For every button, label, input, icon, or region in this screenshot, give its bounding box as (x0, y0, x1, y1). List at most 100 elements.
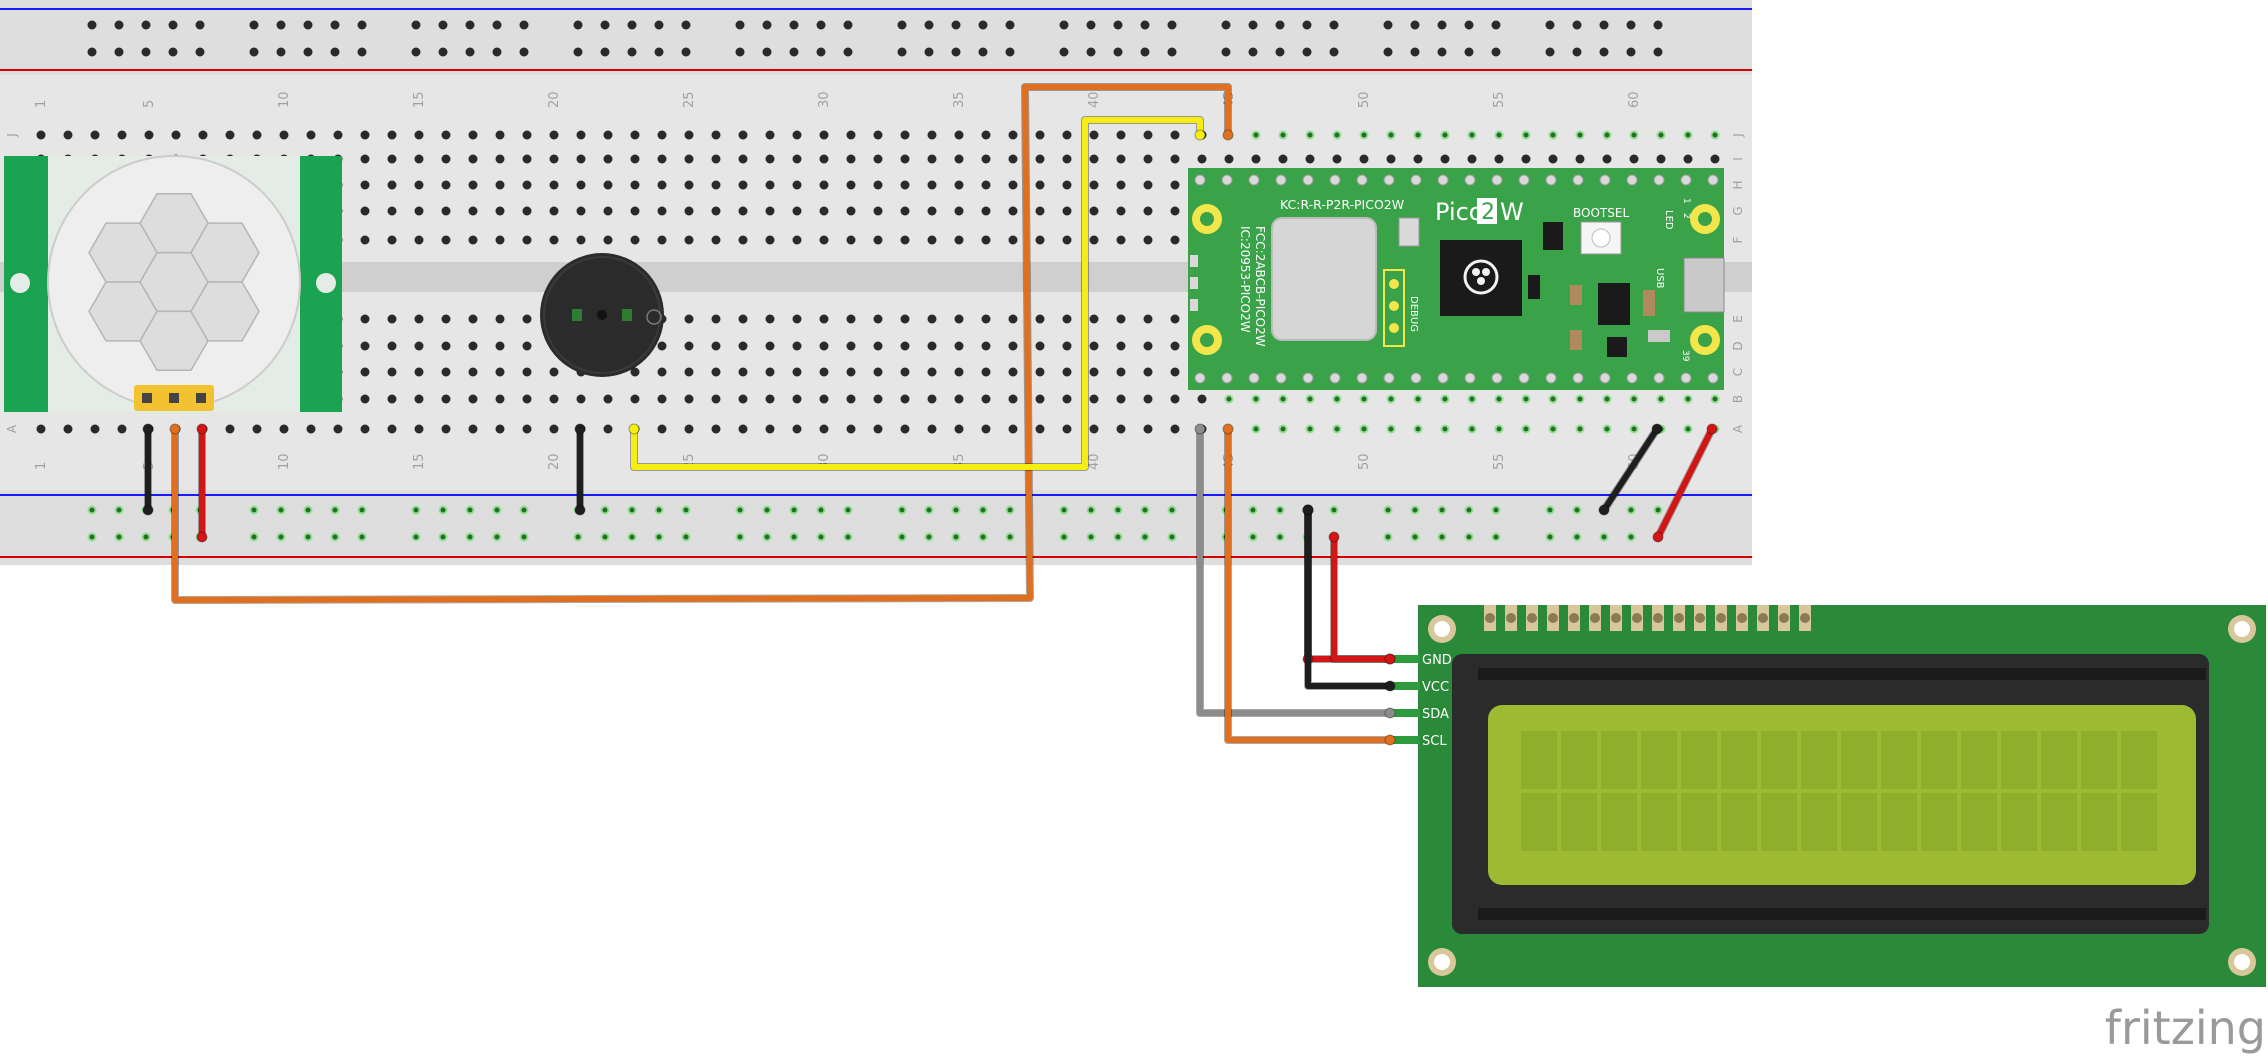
pico-brand: Pico (1435, 198, 1484, 226)
breadboard-hole (414, 341, 424, 351)
breadboard-hole (1035, 154, 1045, 164)
pico-model-number: 2 (1481, 200, 1495, 225)
breadboard-hole (90, 130, 100, 140)
rail-hole (438, 20, 448, 30)
rail-hole (1329, 47, 1339, 57)
breadboard-hole (711, 206, 721, 216)
breadboard-hole (360, 424, 370, 434)
lcd-character-cell (1961, 731, 1997, 789)
breadboard-hole (441, 235, 451, 245)
rail-hole (357, 47, 367, 57)
breadboard-hole (1170, 130, 1180, 140)
wifi-module-shield (1271, 217, 1377, 341)
breadboard-hole (657, 154, 667, 164)
breadboard-hole (414, 314, 424, 324)
rail-hole (114, 20, 124, 30)
lcd-character-cell (1641, 793, 1677, 851)
breadboard-hole (441, 341, 451, 351)
breadboard-hole (1359, 154, 1369, 164)
rail-hole (573, 47, 583, 57)
rail-hole (762, 47, 772, 57)
breadboard-hole (360, 394, 370, 404)
breadboard-hole (1305, 154, 1315, 164)
rail-hole (789, 20, 799, 30)
breadboard-hole (738, 367, 748, 377)
pin-39-label: 39 (1680, 350, 1690, 362)
column-label: 20 (547, 91, 562, 108)
rail-hole (1248, 47, 1258, 57)
lcd-character-cell (1921, 793, 1957, 851)
rail-hole (654, 20, 664, 30)
breadboard-hole (819, 314, 829, 324)
breadboard-hole (981, 314, 991, 324)
breadboard-hole (981, 341, 991, 351)
breadboard-hole (1143, 424, 1153, 434)
breadboard-hole (657, 206, 667, 216)
breadboard-hole (1089, 235, 1099, 245)
breadboard-hole (792, 314, 802, 324)
breadboard-hole (711, 394, 721, 404)
breadboard-hole (549, 394, 559, 404)
breadboard-hole (441, 394, 451, 404)
rail-hole (87, 47, 97, 57)
breadboard-hole (1251, 154, 1261, 164)
breadboard-hole (1143, 180, 1153, 190)
breadboard-hole (1062, 154, 1072, 164)
breadboard-hole (846, 424, 856, 434)
breadboard-hole (414, 154, 424, 164)
breadboard-hole (873, 235, 883, 245)
breadboard-hole (900, 367, 910, 377)
column-labels: 1155101015152020252530303535404045455050… (34, 91, 1642, 470)
breadboard-hole (198, 130, 208, 140)
pico-top-text: KC:R-R-P2R-PICO2W (1280, 197, 1404, 212)
breadboard-hole (1035, 180, 1045, 190)
row-label: C (1731, 368, 1745, 376)
breadboard-hole (927, 130, 937, 140)
rail-hole (1626, 20, 1636, 30)
breadboard-hole (1440, 154, 1450, 164)
breadboard-hole (1494, 154, 1504, 164)
breadboard-hole (873, 130, 883, 140)
lcd-character-cell (1561, 731, 1597, 789)
breadboard-hole (711, 367, 721, 377)
rail-hole (843, 20, 853, 30)
rail-hole (1599, 47, 1609, 57)
lcd-character-cell (1721, 793, 1757, 851)
breadboard-hole (603, 206, 613, 216)
breadboard-hole (495, 367, 505, 377)
breadboard-hole (468, 180, 478, 190)
breadboard-hole (549, 180, 559, 190)
breadboard-hole (549, 130, 559, 140)
rail-hole (1005, 20, 1015, 30)
breadboard-hole (738, 154, 748, 164)
lcd-character-cell (1681, 731, 1717, 789)
column-label: 5 (142, 100, 157, 108)
breadboard-hole (846, 367, 856, 377)
breadboard-hole (495, 154, 505, 164)
breadboard-hole (1710, 154, 1720, 164)
breadboard-hole (657, 341, 667, 351)
lcd-character-cell (1761, 731, 1797, 789)
column-label: 40 (1087, 453, 1102, 470)
rail-hole (1437, 47, 1447, 57)
breadboard-hole (846, 180, 856, 190)
breadboard-hole (1116, 394, 1126, 404)
row-label: E (1731, 315, 1745, 323)
breadboard-hole (873, 154, 883, 164)
breadboard-hole (1602, 154, 1612, 164)
rail-hole (924, 20, 934, 30)
wire-orange-pir-to-pico (172, 84, 1231, 603)
breadboard-hole (900, 154, 910, 164)
rail-hole (1491, 47, 1501, 57)
column-label: 40 (1087, 91, 1102, 108)
lcd-character-cell (1841, 731, 1877, 789)
breadboard-hole (603, 180, 613, 190)
lcd-pin-label-gnd: GND (1422, 653, 1452, 668)
breadboard-hole (1548, 154, 1558, 164)
breadboard-hole (522, 154, 532, 164)
breadboard-hole (1089, 130, 1099, 140)
breadboard-hole (846, 394, 856, 404)
breadboard-hole (495, 394, 505, 404)
column-label: 1 (34, 462, 49, 470)
